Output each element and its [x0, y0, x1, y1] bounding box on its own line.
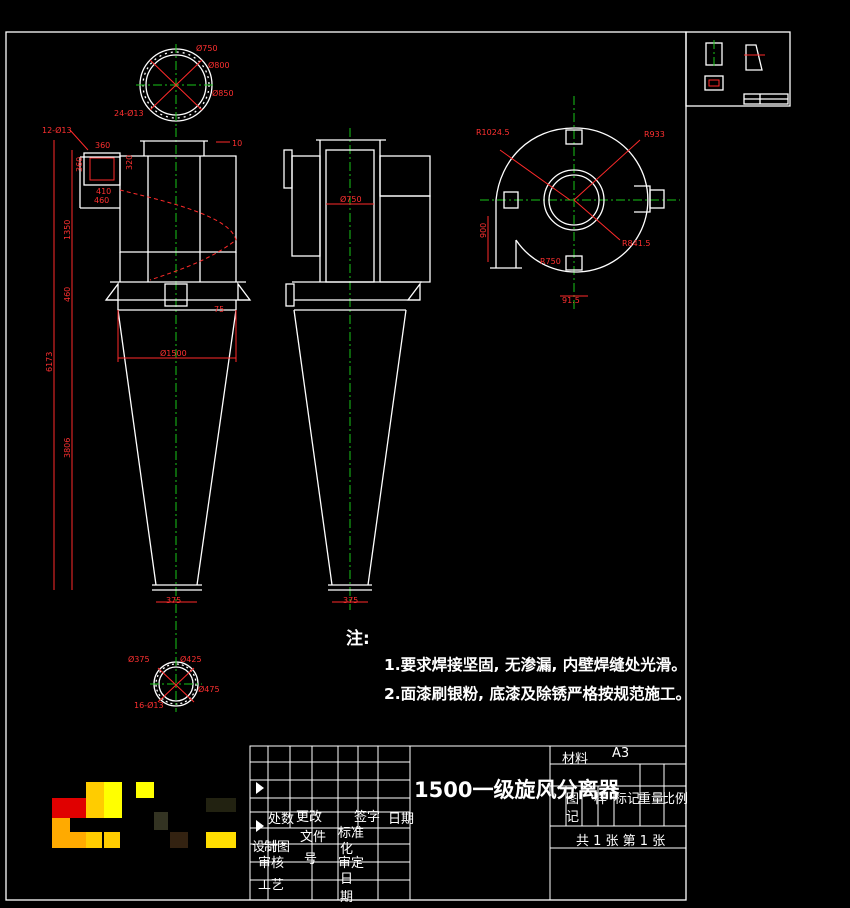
bottom-flange-label: Ø425: [180, 654, 202, 664]
top-flange-label: Ø850: [212, 88, 234, 98]
front-view-label: 1350: [63, 220, 72, 240]
front-view-label: 375: [166, 596, 181, 605]
front-view-label: 3806: [63, 438, 72, 458]
sign-right-label: 标准: [338, 826, 365, 841]
top-flange-view: [136, 44, 216, 128]
revision-header-cell: 处数: [268, 812, 295, 827]
plan-view: [480, 96, 680, 310]
marks-ji: 记: [566, 810, 580, 825]
sign-right-label: 日: [340, 872, 354, 887]
bottom-flange-label: Ø475: [198, 684, 220, 694]
bottom-flange-view: [150, 640, 202, 712]
sign-right-label: 化: [340, 842, 354, 857]
plan-view-label: R841.5: [622, 239, 650, 248]
notes-line-1: 1.要求焊接坚固, 无渗漏, 内壁焊缝处光滑。: [384, 656, 687, 674]
front-view-label: 12-Ø13: [42, 125, 72, 135]
plan-view-label: R933: [644, 130, 665, 139]
marks-header-cell: 比例: [662, 792, 689, 807]
front-view-label: 410: [96, 187, 111, 196]
sheet-count: 共 1 张 第 1 张: [576, 834, 666, 849]
sign-right-label: 审定: [338, 856, 365, 871]
plan-view-label: R750: [540, 257, 561, 266]
revision-header-cell: 更改: [296, 810, 323, 825]
drawing-title: 1500一级旋风分离器: [414, 778, 620, 802]
front-view: [53, 128, 252, 640]
top-flange-label: Ø750: [196, 43, 218, 53]
material-label: 材料: [562, 752, 589, 767]
marks-header-cell: 图: [566, 792, 580, 807]
sign-right-label: 期: [340, 890, 354, 905]
top-flange-label: 24-Ø13: [114, 108, 144, 118]
front-view-label: 320: [125, 155, 134, 170]
sign-row-label: 设计: [252, 840, 279, 855]
sign-row-label: 审核: [258, 856, 285, 871]
side-view-label: 375: [343, 596, 358, 605]
sign-row-label: 工艺: [258, 878, 285, 893]
notes-line-2: 2.面漆刷银粉, 底漆及除锈严格按规范施工。: [384, 685, 691, 703]
notes-heading: 注:: [346, 629, 370, 649]
revision-header-cell: 号: [304, 852, 318, 867]
marks-header-cell: 重量: [638, 792, 665, 807]
revision-header-cell: 文件: [300, 830, 327, 845]
front-view-label: 360: [75, 157, 84, 172]
key-plan-thumbnail: [704, 40, 789, 105]
plan-view-label: R1024.5: [476, 128, 510, 137]
front-view-label: 10: [232, 139, 242, 148]
drawing-border: [5, 31, 687, 901]
front-view-label: 460: [63, 287, 72, 302]
front-view-label: 360: [95, 141, 110, 150]
front-view-label: 6173: [45, 352, 54, 372]
top-flange-label: Ø800: [208, 60, 230, 70]
plan-view-label: 900: [479, 223, 488, 238]
marks-header-cell: 样: [594, 792, 608, 807]
bottom-flange-label: 16-Ø13: [134, 700, 164, 710]
plan-view-label: 91.5: [562, 296, 580, 305]
side-view: [283, 128, 431, 610]
front-view-label: 460: [94, 196, 109, 205]
bottom-flange-label: Ø375: [128, 654, 150, 664]
marks-header-cell: 标记: [614, 792, 641, 807]
title-block-grid: [249, 745, 687, 901]
sign-row-label: 制图: [264, 840, 291, 855]
front-view-label: 75: [214, 305, 224, 314]
front-view-label: Ø1500: [160, 348, 187, 358]
key-plan-box: [685, 31, 791, 107]
side-view-label: Ø750: [340, 194, 362, 204]
revision-header-cell: 签字: [354, 810, 381, 825]
material-value: A3: [612, 746, 630, 761]
revision-header-cell: 日期: [388, 812, 415, 827]
